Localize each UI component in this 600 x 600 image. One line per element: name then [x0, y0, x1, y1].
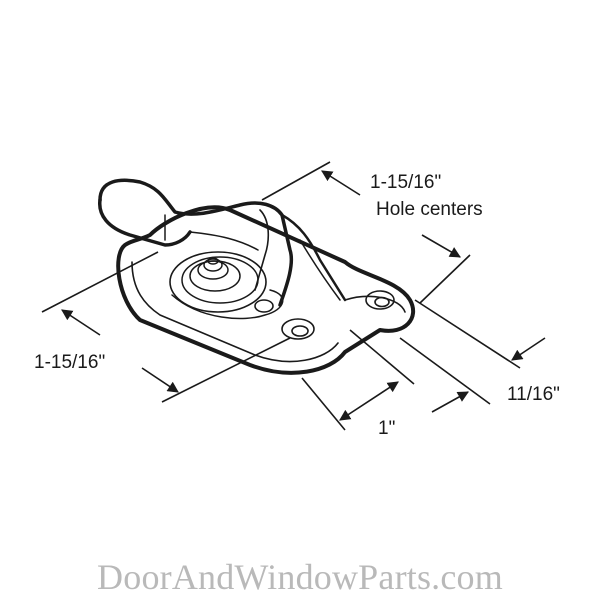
- lock-body: [98, 178, 416, 375]
- dimension-width: [301, 329, 415, 431]
- width-value: 1": [378, 418, 396, 439]
- length-value: 1-15/16": [34, 352, 106, 373]
- dimension-length: [41, 251, 291, 403]
- hole-centers-caption: Hole centers: [376, 199, 483, 220]
- dimension-depth: [399, 299, 546, 413]
- hole-centers-value: 1-15/16": [370, 172, 442, 193]
- depth-value: 11/16": [507, 384, 560, 405]
- watermark: DoorAndWindowParts.com: [97, 557, 503, 597]
- dimension-hole-centers: [261, 161, 471, 304]
